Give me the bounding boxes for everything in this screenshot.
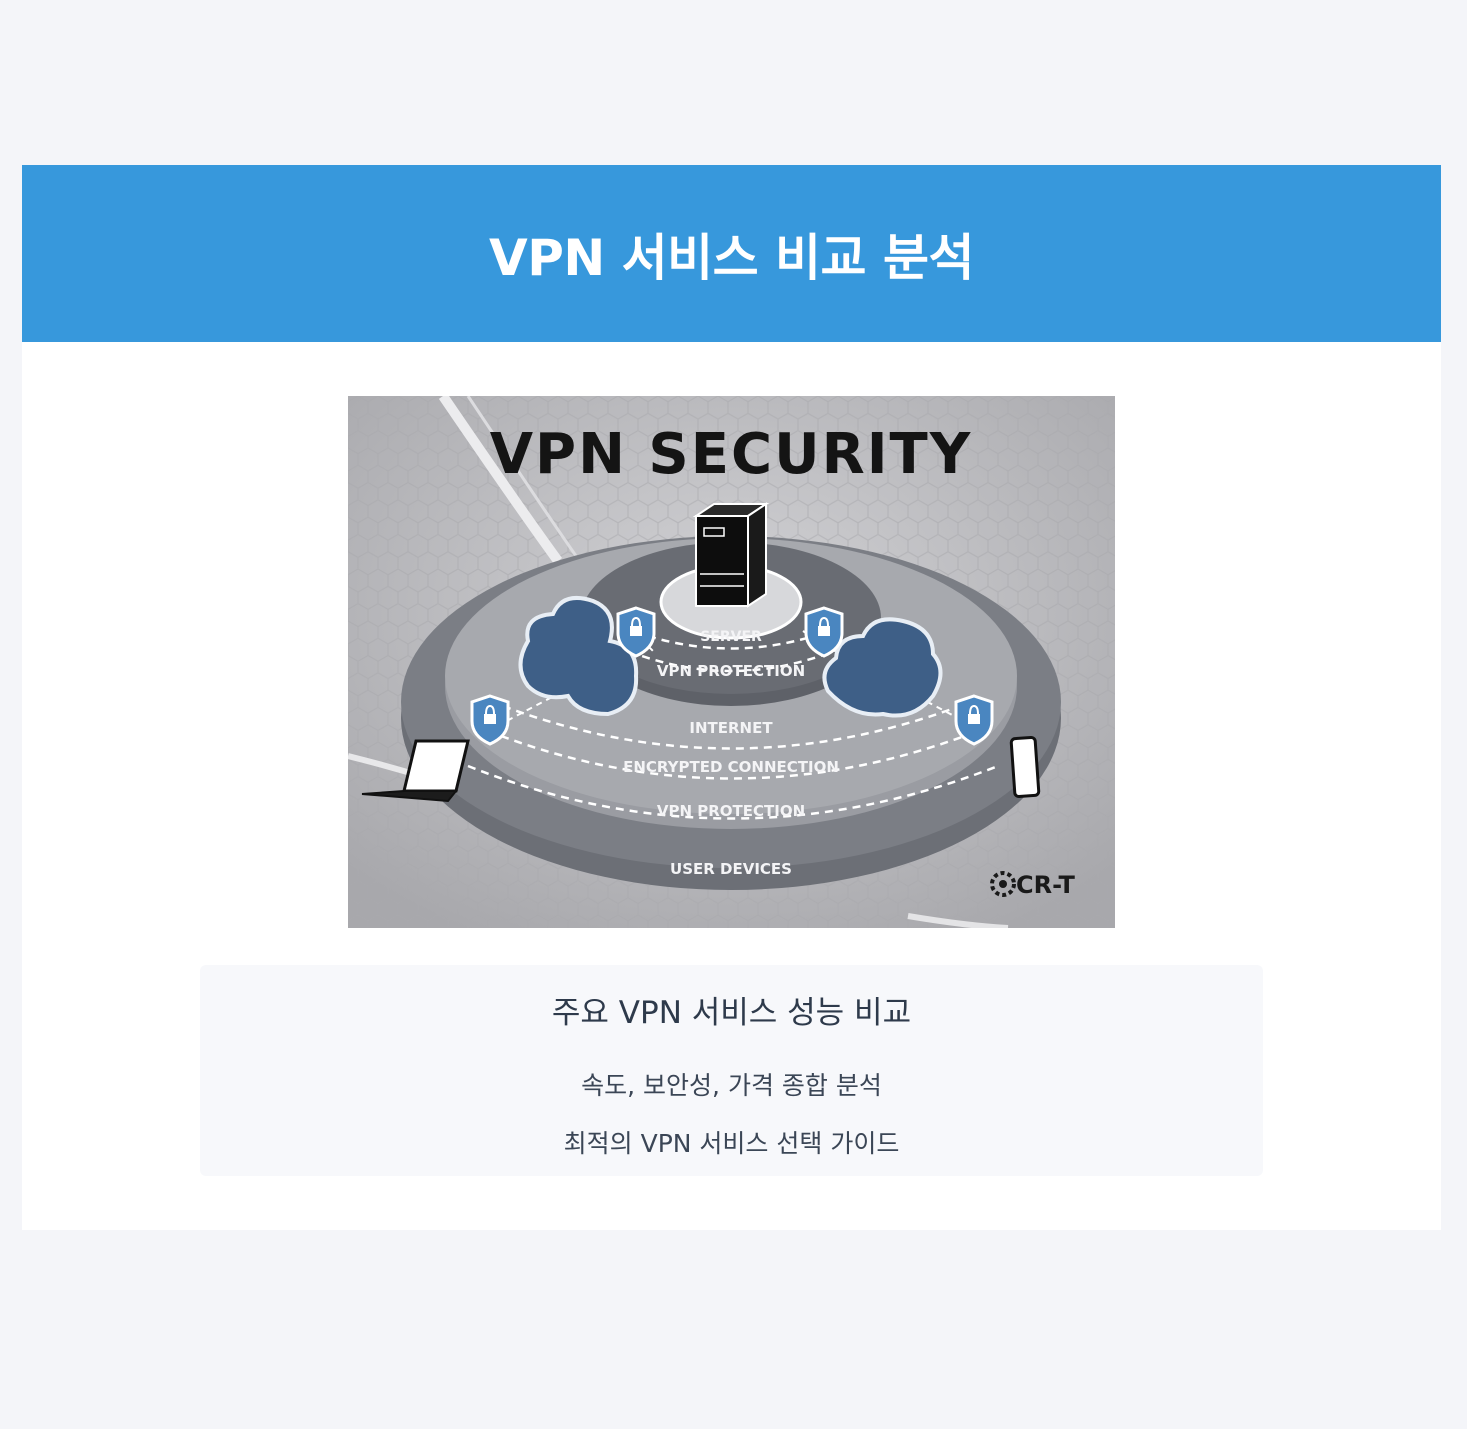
server-icon [692, 502, 770, 608]
shield-lock-icon [470, 694, 510, 746]
label-vpn-protection-inner: VPN PROTECTION [657, 662, 805, 680]
info-line-1: 속도, 보안성, 가격 종합 분석 [581, 1071, 882, 1100]
label-user-devices: USER DEVICES [670, 860, 792, 878]
vpn-security-image: VPN SECURITY [348, 396, 1115, 928]
label-vpn-protection-outer: VPN PROTECTION [657, 802, 805, 820]
smartphone-icon [1009, 736, 1041, 798]
laptop-icon [361, 739, 470, 803]
cr-t-logo: CR-T [990, 871, 1076, 899]
label-server: SERVER [700, 629, 762, 645]
logo-text: CR-T [1016, 871, 1076, 899]
cloud-icon [822, 617, 943, 718]
shield-lock-icon [954, 694, 994, 746]
hero-heading: VPN SECURITY [490, 422, 973, 487]
shield-lock-icon [616, 606, 656, 658]
info-subtitle: 주요 VPN 서비스 성능 비교 [551, 995, 912, 1031]
label-encrypted-connection: ENCRYPTED CONNECTION [623, 758, 839, 776]
page-header: VPN 서비스 비교 분석 [22, 165, 1441, 342]
info-line-2: 최적의 VPN 서비스 선택 가이드 [563, 1129, 900, 1158]
cloud-icon [518, 596, 639, 717]
label-internet: INTERNET [689, 719, 773, 737]
info-box: 주요 VPN 서비스 성능 비교 속도, 보안성, 가격 종합 분석 최적의 V… [200, 965, 1263, 1176]
shield-lock-icon [804, 606, 844, 658]
page-title: VPN 서비스 비교 분석 [489, 228, 974, 287]
content-card: VPN 서비스 비교 분석 VPN SECURITY [22, 165, 1441, 1230]
